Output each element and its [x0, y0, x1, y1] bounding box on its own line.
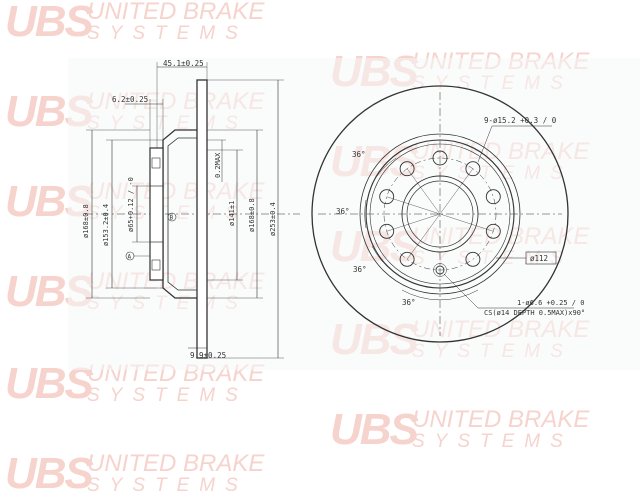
pilot-leader — [443, 273, 479, 309]
bolt-holes — [379, 150, 501, 267]
angle-label-left: 36° — [336, 207, 350, 216]
dim-runout: 0.2MAX — [214, 152, 222, 178]
front-view — [311, 85, 574, 343]
datum-b-label: B — [170, 215, 174, 222]
angle-arc — [364, 199, 367, 229]
side-view — [85, 62, 300, 359]
angle-arc — [371, 245, 395, 273]
dim-thickness: 9.9±0.25 — [190, 351, 226, 360]
datum-a-label: A — [128, 254, 132, 261]
pilot-hole — [435, 265, 445, 275]
hat-inner-edge — [369, 143, 511, 285]
center-bore — [406, 180, 474, 248]
holes-leader — [477, 125, 493, 163]
dim-d65: ø65+0.12 / -0 — [127, 177, 135, 232]
dim-total-width: 45.1±0.25 — [163, 59, 204, 68]
radial-lines — [386, 168, 494, 260]
disc-hat-inner — [167, 137, 197, 291]
pilot-hole-spec: 1-ø6.6 +0.25 / 0 — [517, 299, 584, 307]
angle-arc — [371, 157, 397, 185]
pcd-label: ø112 — [530, 254, 548, 263]
dim-flange: 6.2±0.25 — [112, 95, 148, 104]
disc-friction-ring — [196, 79, 208, 359]
dim-d168: ø168±0.8 — [82, 204, 90, 238]
dim-d153: ø153.2±0.4 — [102, 204, 110, 246]
angle-arc — [401, 289, 479, 301]
datum-b-marker — [167, 212, 177, 222]
angle-label-bottom: 36° — [402, 298, 416, 307]
center-bore-outer — [401, 175, 479, 253]
holes-spec: 9-ø15.2 +0.3 / 0 — [484, 116, 557, 125]
angle-label-lower: 36° — [353, 265, 367, 274]
dim-d1680: ø168±0.8 — [248, 198, 256, 232]
dim-d141: ø141±1 — [228, 201, 236, 226]
angle-label-top: 36° — [352, 150, 366, 159]
disc-outer-edge — [311, 85, 569, 343]
mounting-flange — [149, 147, 164, 281]
pcd-box — [525, 251, 557, 265]
countersink-spec: CS(ø14 DEPTH 0.5MAX)x90° — [484, 309, 585, 317]
friction-inner-edge — [359, 133, 521, 295]
hat-outer-edge — [365, 139, 515, 289]
dim-d253: ø253±0.4 — [269, 202, 277, 236]
bolt-circle — [383, 157, 497, 271]
pilot-hole-countersink — [433, 263, 447, 277]
technical-drawing: 45.1±0.25 6.2±0.25 9.9±0.25 ø168±0.8 ø15… — [82, 59, 586, 360]
